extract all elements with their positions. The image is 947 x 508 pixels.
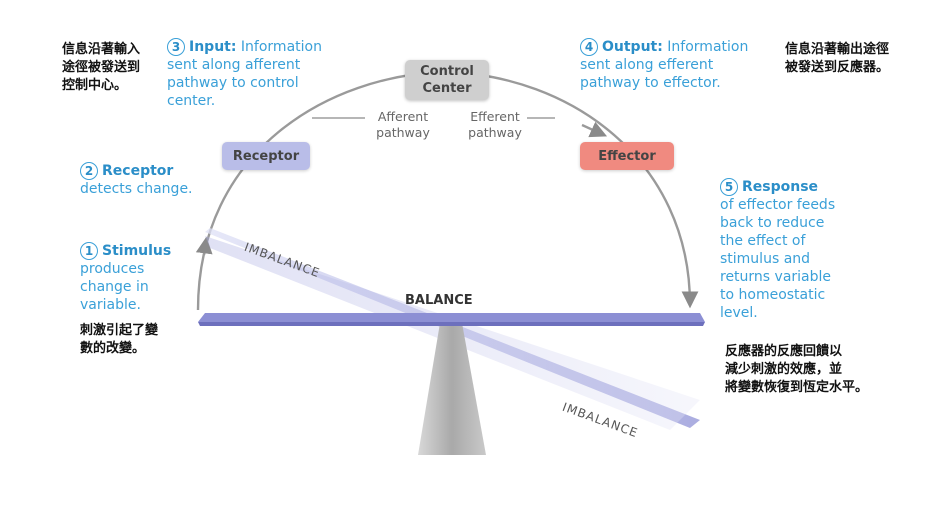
step-3-title: Input: <box>189 39 237 55</box>
step-2-text: detects change. <box>80 181 193 197</box>
step-1-text: produces change in variable. <box>80 261 149 313</box>
step-5-text: of effector feeds back to reduce the eff… <box>720 197 836 321</box>
afferent-pathway-label: Afferent pathway <box>376 109 430 140</box>
step-4-text: sent along efferent pathway to effector. <box>580 57 721 91</box>
step-number-4: 4 <box>580 38 598 56</box>
step-4-inline: Information <box>662 39 749 55</box>
step-number-5: 5 <box>720 178 738 196</box>
step-3-inline: Information <box>236 39 322 55</box>
balance-beam <box>198 313 705 322</box>
chinese-output-note: 信息沿著輸出途徑 被發送到反應器。 <box>785 42 890 75</box>
chinese-stimulus-note: 刺激引起了變 數的改變。 <box>80 323 159 356</box>
step-1-title: Stimulus <box>102 243 172 259</box>
efferent-pathway-label: Efferent pathway <box>468 109 522 140</box>
effector-box: Effector <box>580 142 674 170</box>
balance-label: BALANCE <box>405 293 473 308</box>
arrow-to-receptor <box>195 236 213 256</box>
step-2-title: Receptor <box>102 163 174 179</box>
step-number-1: 1 <box>80 242 98 260</box>
chinese-response-note: 反應器的反應回饋以 減少刺激的效應，並 將變數恢復到恆定水平。 <box>725 344 869 395</box>
chinese-input-note: 信息沿著輸入 途徑被發送到 控制中心。 <box>62 42 141 93</box>
control-center-box: Control Center <box>405 60 489 100</box>
arrow-to-effector <box>581 121 608 138</box>
receptor-box: Receptor <box>222 142 310 170</box>
step-5-title: Response <box>742 179 819 195</box>
step-4-title: Output: <box>602 39 663 55</box>
step-number-3: 3 <box>167 38 185 56</box>
fulcrum <box>418 323 486 455</box>
step-number-2: 2 <box>80 162 98 180</box>
step-3-text: sent along afferent pathway to control c… <box>167 57 301 109</box>
